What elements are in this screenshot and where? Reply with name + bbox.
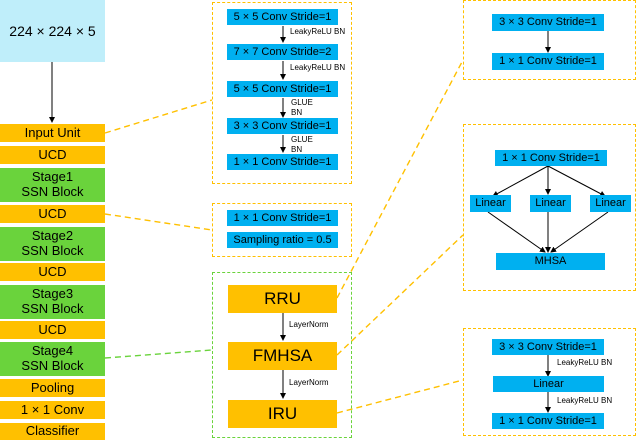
iu-conv2: 7 × 7 Conv Stride=2 [227,44,338,60]
iru-block: IRU [228,400,337,428]
iu-act4-b: BN [291,145,303,154]
iru-conv2-label: 1 × 1 Conv Stride=1 [499,414,597,427]
stage1-block: Stage1 SSN Block [0,168,105,202]
fmhsa-arrow-left [492,165,549,197]
conv1x1-block: 1 × 1 Conv [0,401,105,419]
iu-conv1-label: 5 × 5 Conv Stride=1 [233,10,332,23]
ucd-conv-label: 1 × 1 Conv Stride=1 [233,211,332,224]
iu-conv1: 5 × 5 Conv Stride=1 [227,9,338,25]
iru-linear: Linear [493,376,604,392]
iu-conv5-label: 1 × 1 Conv Stride=1 [233,155,332,168]
fmhsa-detail-panel [463,124,636,291]
ucd-block-1: UCD [0,146,105,164]
input-tensor-box: 224 × 224 × 5 [0,0,105,62]
iru-conv1-label: 3 × 3 Conv Stride=1 [499,340,597,353]
fmhsa-linear-right-label: Linear [595,197,626,210]
ucd-block-3: UCD [0,263,105,281]
ucd-label-1: UCD [38,146,67,162]
stage3-label: Stage3 [31,286,74,302]
rru-conv1-label: 3 × 3 Conv Stride=1 [499,16,597,29]
fmhsa-conv: 1 × 1 Conv Stride=1 [495,150,607,166]
fmhsa-label: FMHSA [252,346,313,366]
iu-conv3: 5 × 5 Conv Stride=1 [227,81,338,97]
stage1-sublabel: SSN Block [21,184,84,199]
conv1x1-label: 1 × 1 Conv [20,401,85,417]
ssn-block-panel [212,272,352,438]
iu-conv3-label: 5 × 5 Conv Stride=1 [233,82,332,95]
mhsa-arrow-right [550,211,609,253]
iru-conv2: 1 × 1 Conv Stride=1 [492,413,604,429]
ucd-detail-panel [212,203,352,257]
layernorm-1: LayerNorm [289,320,329,329]
iu-act1: LeakyReLU BN [290,27,346,36]
mhsa-arrow-left [487,211,546,253]
callout-iru [336,379,464,414]
ucd-block-2: UCD [0,205,105,223]
iru-act1: LeakyReLU BN [557,358,613,367]
layernorm-2: LayerNorm [289,378,329,387]
ucd-conv: 1 × 1 Conv Stride=1 [227,210,338,226]
iru-detail-panel [463,328,636,436]
stage1-label: Stage1 [31,169,74,185]
fmhsa-block: FMHSA [228,342,337,370]
input-unit-block: Input Unit [0,124,105,142]
callout-rru [336,59,464,299]
iru-conv1: 3 × 3 Conv Stride=1 [492,339,604,355]
ucd-block-4: UCD [0,321,105,339]
ucd-sampling-label: Sampling ratio = 0.5 [233,233,332,246]
iu-act3-a: GLUE [291,98,313,107]
fmhsa-linear-left: Linear [470,195,511,212]
fmhsa-linear-left-label: Linear [475,197,506,210]
stage3-block: Stage3 SSN Block [0,285,105,319]
fmhsa-linear-mid: Linear [530,195,571,212]
fmhsa-linear-mid-label: Linear [535,197,566,210]
pooling-block: Pooling [0,379,105,397]
ucd-label-3: UCD [38,263,67,279]
callout-fmhsa [336,234,464,356]
input-unit-detail-panel [212,2,352,184]
stage4-block: Stage4 SSN Block [0,342,105,376]
rru-block: RRU [228,285,337,313]
iu-conv5: 1 × 1 Conv Stride=1 [227,154,338,170]
fmhsa-mhsa-label: MHSA [534,255,567,268]
rru-conv2-label: 1 × 1 Conv Stride=1 [499,55,597,68]
rru-detail-panel [463,0,636,80]
iu-act3-b: BN [291,108,303,117]
callout-input-unit [104,99,213,134]
stage4-sublabel: SSN Block [21,358,84,373]
ucd-label-4: UCD [38,321,67,337]
iru-act2: LeakyReLU BN [557,396,613,405]
classifier-label: Classifier [25,423,80,439]
iru-label: IRU [267,404,298,424]
stage2-label: Stage2 [31,228,74,244]
fmhsa-arrow-right [547,165,606,197]
stage4-label: Stage4 [31,343,74,359]
fmhsa-linear-right: Linear [590,195,631,212]
ucd-label-2: UCD [38,205,67,221]
ucd-sampling: Sampling ratio = 0.5 [227,232,338,248]
rru-label: RRU [264,289,301,309]
stage2-block: Stage2 SSN Block [0,227,105,261]
iu-conv4: 3 × 3 Conv Stride=1 [227,118,338,134]
rru-conv1: 3 × 3 Conv Stride=1 [492,14,604,31]
callout-ucd [104,213,213,231]
classifier-block: Classifier [0,423,105,440]
iru-linear-label: Linear [533,377,564,390]
callout-ssn [104,349,213,359]
iu-act4-a: GLUE [291,135,313,144]
iu-conv2-label: 7 × 7 Conv Stride=2 [233,45,332,58]
stage2-sublabel: SSN Block [21,243,84,258]
fmhsa-mhsa: MHSA [496,253,605,270]
input-unit-label: Input Unit [24,124,81,140]
input-tensor-label: 224 × 224 × 5 [9,22,96,39]
stage3-sublabel: SSN Block [21,301,84,316]
fmhsa-conv-label: 1 × 1 Conv Stride=1 [502,151,600,164]
iu-conv4-label: 3 × 3 Conv Stride=1 [233,119,332,132]
pooling-label: Pooling [30,379,75,395]
rru-conv2: 1 × 1 Conv Stride=1 [492,53,604,70]
iu-act2: LeakyReLU BN [290,63,346,72]
